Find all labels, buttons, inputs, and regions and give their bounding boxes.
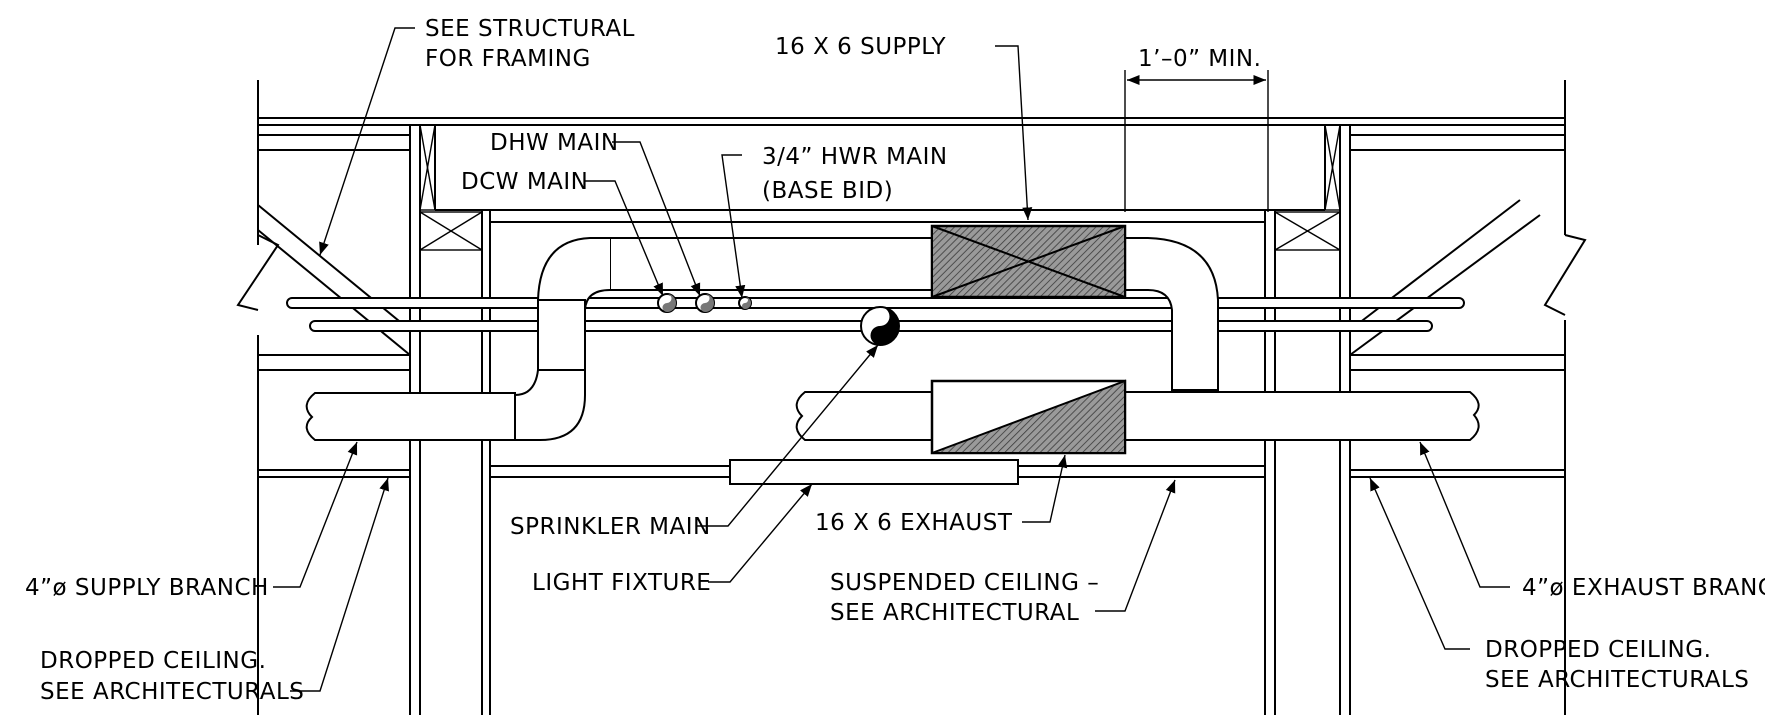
annotations: SEE STRUCTURAL FOR FRAMING 16 X 6 SUPPLY… [25,16,1765,705]
label-suspended-ceiling-1: SUSPENDED CEILING – [830,570,1099,596]
label-supply-branch: 4”ø SUPPLY BRANCH [25,575,269,601]
label-exhaust-duct: 16 X 6 EXHAUST [815,510,1013,536]
sprinkler-main-pipe [860,306,900,346]
supply-duct [305,224,1219,441]
label-see-structural-1: SEE STRUCTURAL [425,16,635,42]
label-dropped-ceiling-right-2: SEE ARCHITECTURALS [1485,667,1749,693]
leader-lines [273,27,1510,692]
label-dropped-ceiling-left-1: DROPPED CEILING. [40,648,266,674]
label-hwr-main-1: 3/4” HWR MAIN [762,144,948,170]
label-exhaust-branch: 4”ø EXHAUST BRANCH [1522,575,1765,601]
label-dropped-ceiling-right-1: DROPPED CEILING. [1485,637,1711,663]
light-fixture [729,459,1019,485]
label-hwr-main-2: (BASE BID) [762,178,893,204]
label-supply-duct: 16 X 6 SUPPLY [775,34,947,60]
exhaust-duct [795,379,1480,455]
label-dropped-ceiling-left-2: SEE ARCHITECTURALS [40,679,304,705]
label-dhw-main: DHW MAIN [490,130,619,156]
domestic-water-pipes [657,293,752,313]
label-see-structural-2: FOR FRAMING [425,46,591,72]
label-suspended-ceiling-2: SEE ARCHITECTURAL [830,600,1079,626]
clearance-dimension [1124,70,1269,212]
label-dcw-main: DCW MAIN [461,169,588,195]
label-light-fixture: LIGHT FIXTURE [532,570,711,596]
label-sprinkler-main: SPRINKLER MAIN [510,514,711,540]
label-clearance: 1’–0” MIN. [1138,46,1261,72]
